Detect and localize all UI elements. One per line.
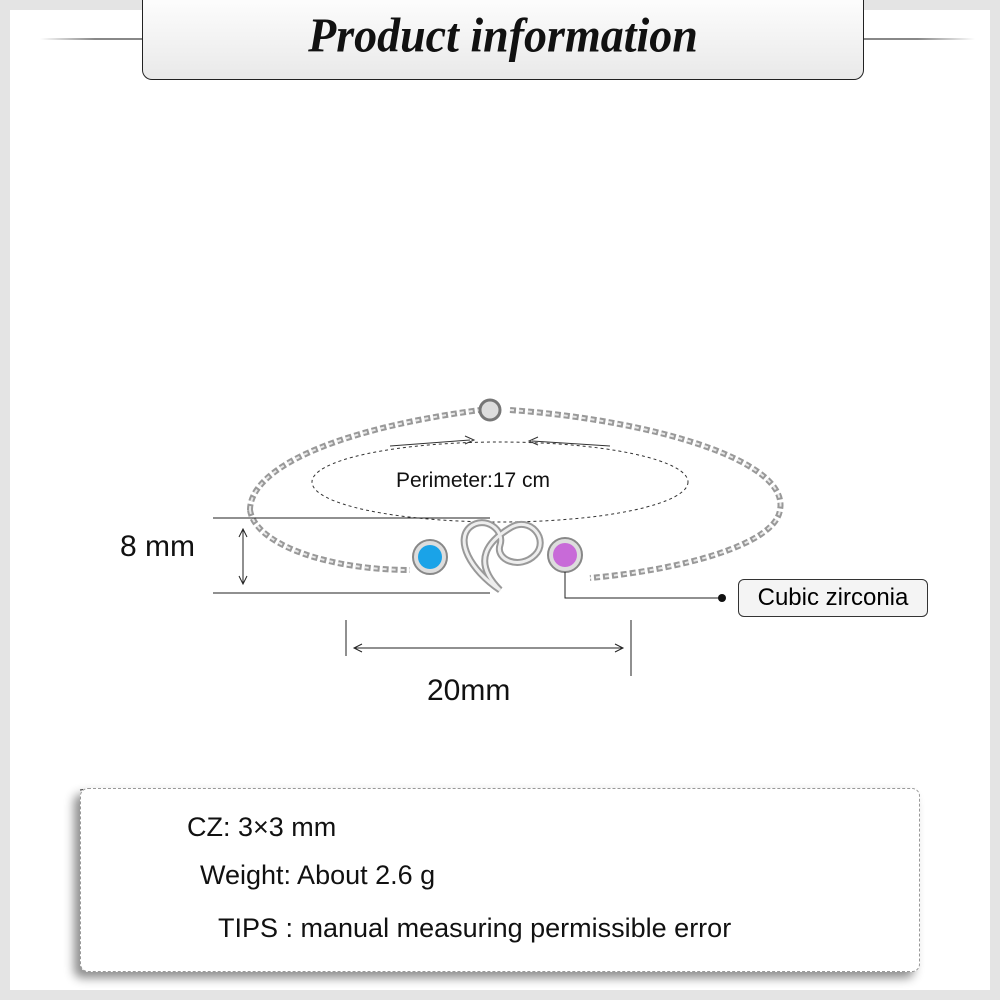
spec-weight: Weight: About 2.6 g xyxy=(200,860,436,890)
spec-cz-size: CZ: 3×3 mm xyxy=(187,812,337,842)
bracelet-chain xyxy=(247,407,784,581)
perimeter-label: Perimeter:17 cm xyxy=(396,469,551,492)
divider-right xyxy=(860,38,975,40)
title-banner: Product information xyxy=(142,0,864,80)
width-label: 20mm xyxy=(427,674,511,707)
specs-box xyxy=(80,788,920,972)
clasp-icon xyxy=(478,398,502,422)
birthstone-pink xyxy=(553,543,577,567)
height-label: 8 mm xyxy=(120,530,195,563)
divider-left xyxy=(40,38,150,40)
birthstone-blue xyxy=(418,545,442,569)
page-title: Product information xyxy=(308,8,698,63)
spec-tips: TIPS : manual measuring permissible erro… xyxy=(218,913,732,943)
stone-label: Cubic zirconia xyxy=(738,579,928,617)
perimeter-ellipse xyxy=(311,441,689,523)
